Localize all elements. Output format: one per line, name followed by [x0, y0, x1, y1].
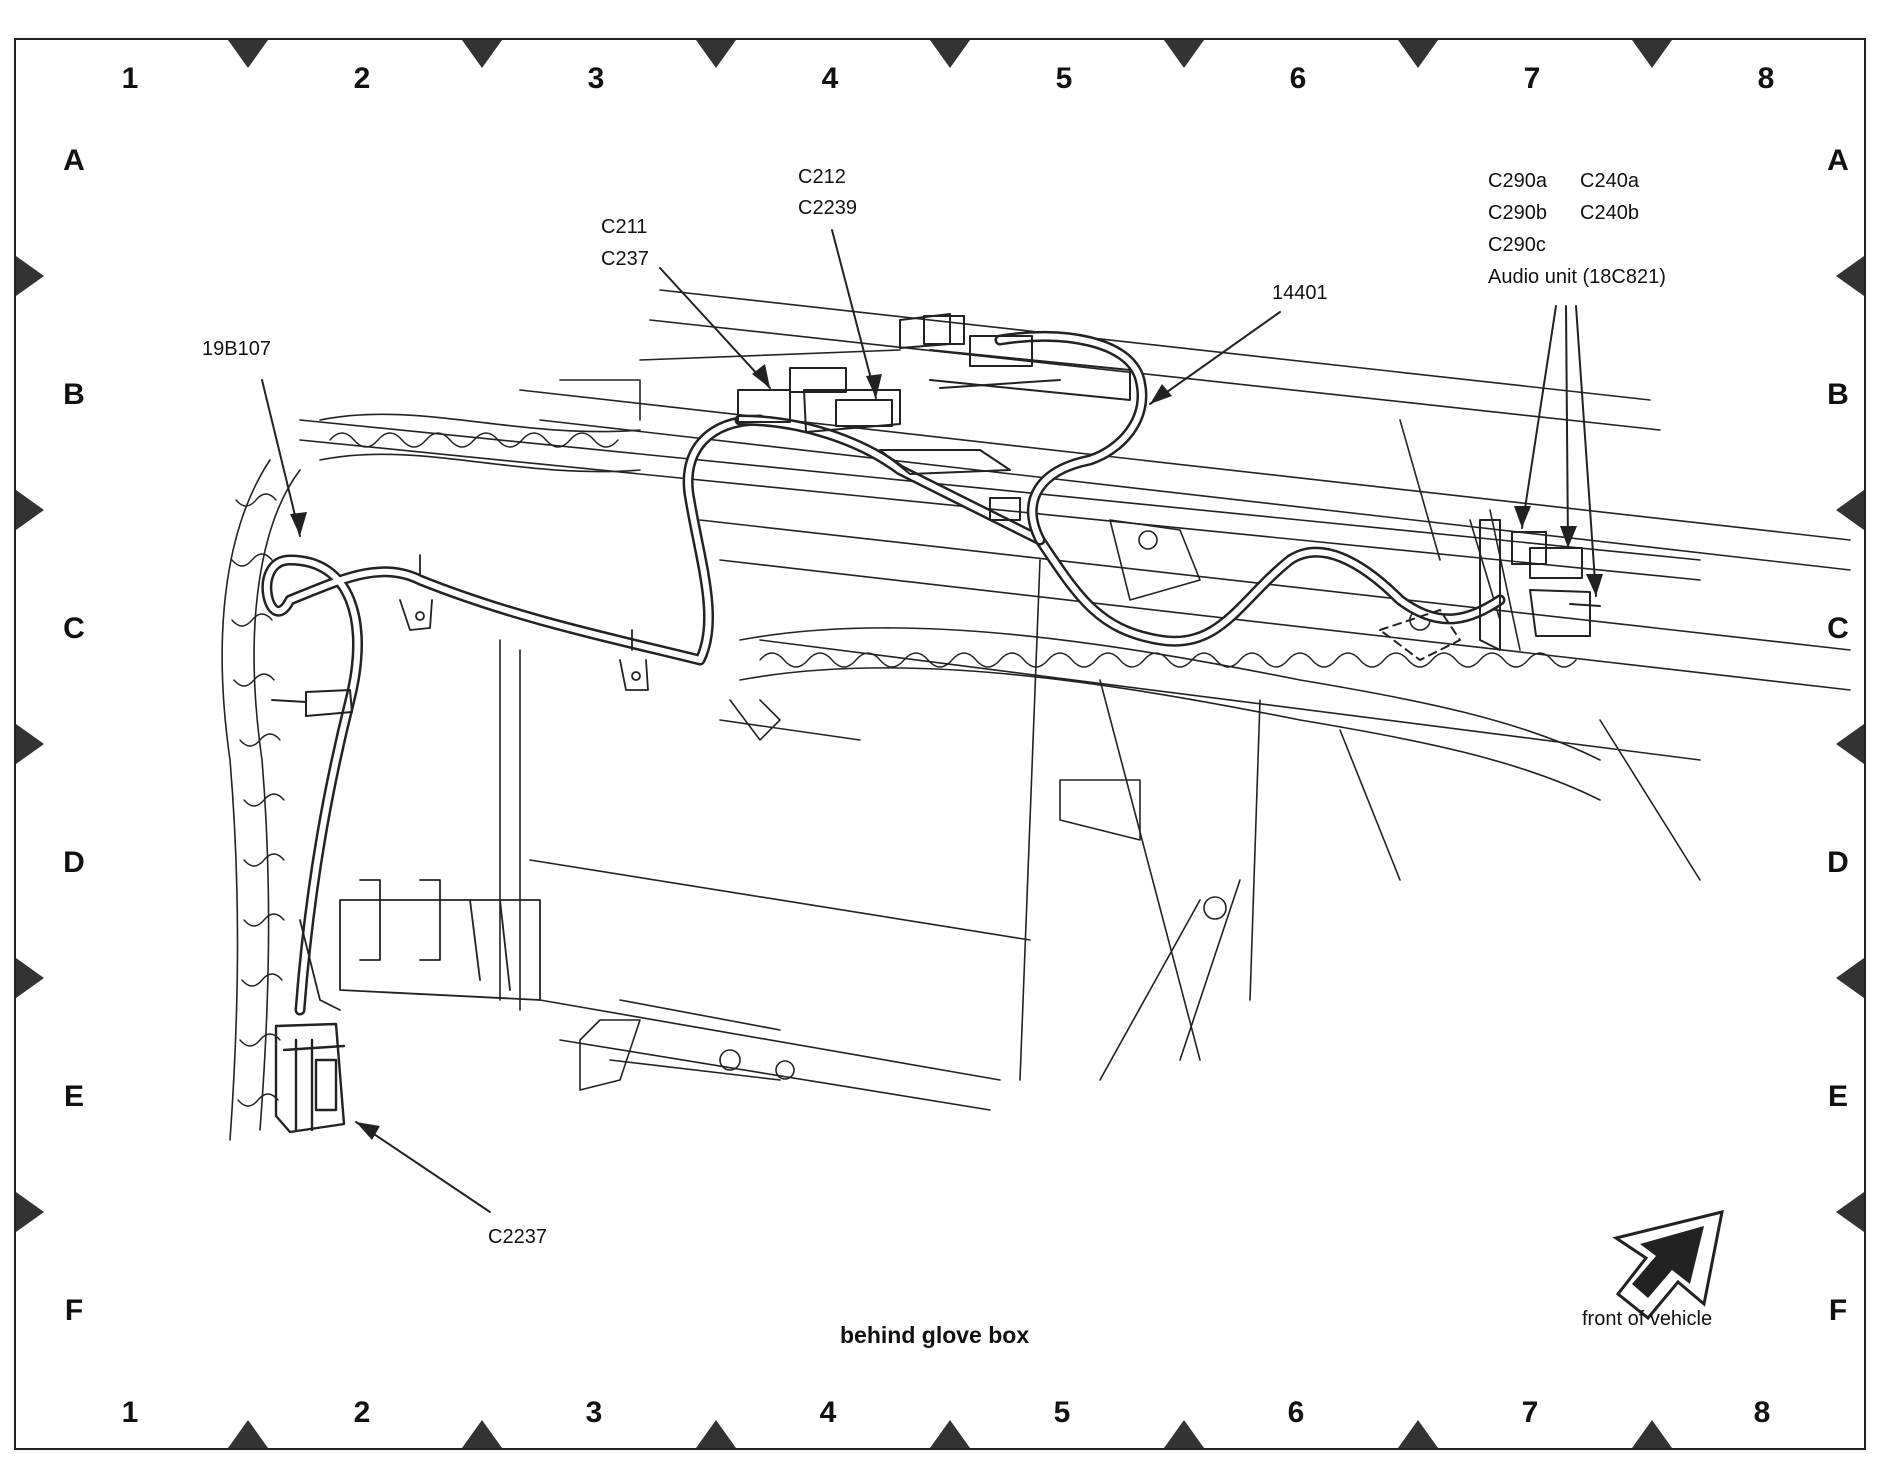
grid-col-bottom-2: 2	[353, 1396, 371, 1429]
grid-col-top-8: 8	[1757, 62, 1775, 95]
leader-c212	[831, 229, 877, 399]
audio-unit-connectors	[1379, 519, 1601, 661]
tick-right-3	[1836, 724, 1864, 764]
tick-top-2	[462, 40, 502, 68]
upper-connector-cluster	[737, 313, 1131, 521]
callout-audio-unit: Audio unit (18C821)	[1488, 266, 1666, 288]
grid-row-left-e: E	[63, 1080, 84, 1113]
tick-right-4	[1836, 958, 1864, 998]
grid-row-left-c: C	[63, 612, 85, 645]
grid-col-top-6: 6	[1289, 62, 1307, 95]
harness-14401	[734, 414, 1506, 647]
tick-bottom-7	[1632, 1420, 1672, 1448]
tick-top-7	[1632, 40, 1672, 68]
diagram-frame	[14, 38, 1866, 1450]
tick-right-1	[1836, 256, 1864, 296]
tick-bottom-1	[228, 1420, 268, 1448]
upper-panel-harness-wave	[329, 432, 619, 448]
grid-row-left-b: B	[63, 378, 85, 411]
glove-box-bracket	[299, 879, 541, 1011]
grid-row-left-f: F	[64, 1294, 84, 1327]
grid-col-top-4: 4	[821, 62, 839, 95]
grid-col-bottom-5: 5	[1053, 1396, 1071, 1429]
grid-col-top-7: 7	[1523, 62, 1541, 95]
callout-c2237: C2237	[488, 1226, 547, 1248]
leader-audio-b	[1565, 305, 1569, 549]
leader-arrowheads	[290, 364, 1603, 1140]
tick-top-6	[1398, 40, 1438, 68]
callout-c290b: C290b	[1488, 202, 1547, 224]
tick-left-1	[16, 256, 44, 296]
leader-lines	[261, 229, 1597, 1213]
grid-col-bottom-1: 1	[121, 1396, 139, 1429]
grid-col-top-1: 1	[121, 62, 139, 95]
lower-panel-harness	[739, 627, 1601, 801]
left-panel-harness-outline	[221, 459, 301, 1141]
grid-row-right-f: F	[1828, 1294, 1848, 1327]
callout-c290c: C290c	[1488, 234, 1546, 256]
leader-c2237	[355, 1121, 491, 1213]
grid-col-bottom-4: 4	[819, 1396, 837, 1429]
lower-panel-harness-wave	[759, 652, 1577, 668]
grid-row-right-e: E	[1827, 1080, 1848, 1113]
grid-row-right-d: D	[1827, 846, 1849, 879]
tick-bottom-4	[930, 1420, 970, 1448]
grid-col-top-2: 2	[353, 62, 371, 95]
instrument-panel-structure	[299, 289, 1851, 1111]
harness-mounting-tabs	[399, 554, 649, 691]
harness-clip	[271, 689, 353, 717]
harness-14401-upper-loop-core	[997, 333, 1145, 543]
grid-ticks	[16, 40, 1864, 1448]
grid-row-right-c: C	[1827, 612, 1849, 645]
tick-bottom-3	[696, 1420, 736, 1448]
harness-14401-core	[737, 417, 1503, 645]
grid-row-left-d: D	[63, 846, 85, 879]
grid-col-bottom-8: 8	[1753, 1396, 1771, 1429]
grid-row-left-a: A	[63, 144, 85, 177]
leader-c211	[659, 267, 771, 389]
grid-col-top-3: 3	[587, 62, 605, 95]
diagram-caption: behind glove box	[840, 1322, 1030, 1348]
leader-19b107	[261, 379, 301, 537]
grid-col-bottom-3: 3	[585, 1396, 603, 1429]
callout-c2239: C2239	[798, 197, 857, 219]
tick-bottom-6	[1398, 1420, 1438, 1448]
left-panel-harness-wave	[231, 493, 285, 1107]
tick-right-2	[1836, 490, 1864, 530]
tick-left-5	[16, 1192, 44, 1232]
callout-19b107: 19B107	[202, 338, 271, 360]
tick-bottom-5	[1164, 1420, 1204, 1448]
front-of-vehicle-arrow-icon	[1612, 1209, 1724, 1321]
callout-c290a: C290a	[1488, 170, 1547, 192]
tick-top-3	[696, 40, 736, 68]
callout-c240b: C240b	[1580, 202, 1639, 224]
tick-top-1	[228, 40, 268, 68]
tick-bottom-2	[462, 1420, 502, 1448]
grid-row-right-a: A	[1827, 144, 1849, 177]
tick-top-5	[1164, 40, 1204, 68]
grid-col-bottom-7: 7	[1521, 1396, 1539, 1429]
callout-c237: C237	[601, 248, 649, 270]
callout-c211: C211	[601, 216, 648, 238]
callout-14401: 14401	[1272, 282, 1328, 304]
tick-right-5	[1836, 1192, 1864, 1232]
callout-c212: C212	[798, 166, 846, 188]
grid-row-right-b: B	[1827, 378, 1849, 411]
grid-col-bottom-6: 6	[1287, 1396, 1305, 1429]
tick-left-2	[16, 490, 44, 530]
tick-left-4	[16, 958, 44, 998]
tick-left-3	[16, 724, 44, 764]
leader-14401	[1149, 311, 1281, 405]
grid-col-top-5: 5	[1055, 62, 1073, 95]
tick-top-4	[930, 40, 970, 68]
upper-panel-harness	[319, 413, 641, 473]
connector-c2237	[274, 1022, 346, 1134]
front-of-vehicle-label: front of vehicle	[1582, 1308, 1713, 1330]
leader-audio-c	[1575, 305, 1597, 597]
callout-c240a: C240a	[1580, 170, 1639, 192]
leader-audio-a	[1521, 305, 1557, 529]
